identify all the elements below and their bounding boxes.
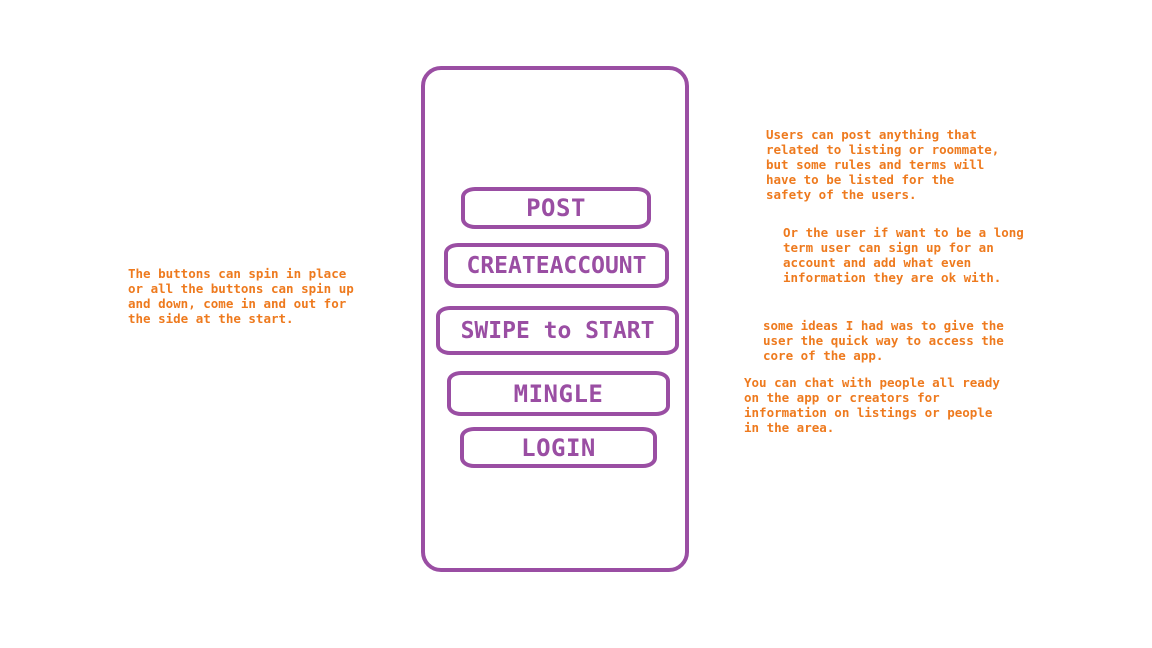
mingle-button[interactable]: MINGLE	[447, 371, 670, 416]
swipe-note: some ideas I had was to give the user th…	[763, 318, 1004, 363]
login-button[interactable]: LOGIN	[460, 427, 657, 468]
create-account-note: Or the user if want to be a long term us…	[783, 225, 1024, 285]
phone-frame	[421, 66, 689, 572]
post-note: Users can post anything that related to …	[766, 127, 1000, 202]
swipe-to-start-button[interactable]: SWIPE to START	[436, 306, 679, 355]
buttons-animation-note: The buttons can spin in place or all the…	[128, 266, 354, 326]
mingle-note: You can chat with people all ready on th…	[744, 375, 1000, 435]
post-button[interactable]: POST	[461, 187, 651, 229]
create-account-button[interactable]: CREATEACCOUNT	[444, 243, 669, 288]
